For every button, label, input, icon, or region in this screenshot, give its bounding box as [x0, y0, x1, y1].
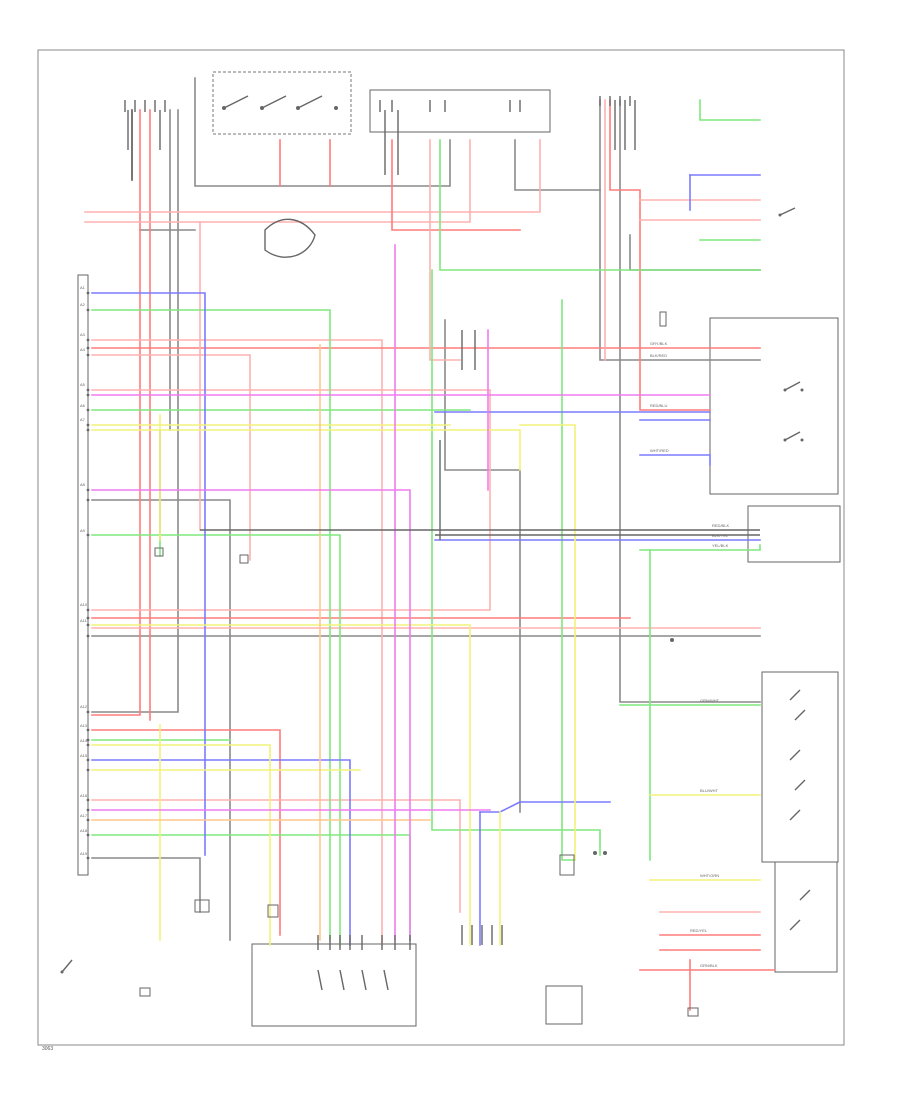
wire-label: BLK/RED	[650, 353, 667, 358]
red-wires	[84, 99, 776, 1011]
magenta-wires	[91, 244, 711, 941]
pin-label: A6	[80, 403, 86, 408]
wire-label: BLU/WHT	[700, 788, 719, 793]
relay-box	[545, 985, 583, 1025]
solenoid-pins	[317, 925, 503, 950]
wire-label: RED/BLU	[650, 403, 667, 408]
tcm-unit-box	[709, 317, 839, 495]
pin-label: A16	[80, 793, 88, 798]
pin-label: A17	[80, 813, 88, 818]
wire-label: WHT/GRN	[700, 873, 719, 878]
shift-indicator-box	[747, 505, 841, 563]
wire-label: RED/BLK	[712, 523, 729, 528]
left-connector-box	[77, 274, 89, 876]
wire-label: RED/YEL	[690, 928, 708, 933]
pin-label: A13	[80, 723, 88, 728]
pin-label: A2	[80, 302, 86, 307]
fuse-block-box	[369, 89, 551, 133]
pin-label: A14	[80, 738, 88, 743]
wire-label: GRY/BLK	[650, 341, 668, 346]
right-wire-labels: GRY/BLK BLK/RED RED/BLU WHT/RED RED/BLK …	[650, 341, 729, 968]
left-pin-column	[86, 291, 90, 860]
pin-label: A7	[80, 417, 86, 422]
range-switch-box	[761, 671, 839, 863]
pin-label: A3	[80, 332, 86, 337]
yellow-wires	[91, 344, 761, 946]
pin-label: A4	[80, 347, 86, 352]
pin-label: A9	[80, 528, 86, 533]
diagram-frame	[37, 49, 845, 1046]
switch-symbols	[60, 207, 811, 991]
solenoid-valve-box	[251, 943, 417, 1027]
pin-label: A8	[80, 482, 86, 487]
pin-label: A18	[80, 828, 88, 833]
wire-label: GRN/BLK	[700, 963, 718, 968]
ignition-switch-contacts	[222, 95, 338, 110]
wire-label: WHT/RED	[650, 448, 669, 453]
wire-label: BLK/YEL	[712, 533, 729, 538]
pin-label: A1	[80, 285, 86, 290]
pin-label: A19	[80, 851, 88, 856]
pin-label: A15	[80, 753, 88, 758]
wire-label: YEL/BLK	[712, 543, 729, 548]
pin-label: A10	[80, 602, 88, 607]
pin-label: A5	[80, 382, 86, 387]
page-number: 3063	[42, 1046, 53, 1052]
pin-label: A12	[80, 704, 88, 709]
bus-lines	[127, 100, 760, 540]
pin-label: A11	[80, 618, 88, 623]
green-wires	[91, 99, 761, 946]
ground-symbols	[139, 311, 699, 1017]
wire-label: GRN/WHT	[700, 698, 720, 703]
bottom-right-box	[774, 861, 838, 973]
top-connector-pins	[124, 96, 631, 112]
left-pin-labels: A1 A2 A3 A4 A5 A6 A7 A8 A9 A10 A11 A12 A…	[80, 285, 88, 856]
blue-wires	[91, 174, 761, 946]
